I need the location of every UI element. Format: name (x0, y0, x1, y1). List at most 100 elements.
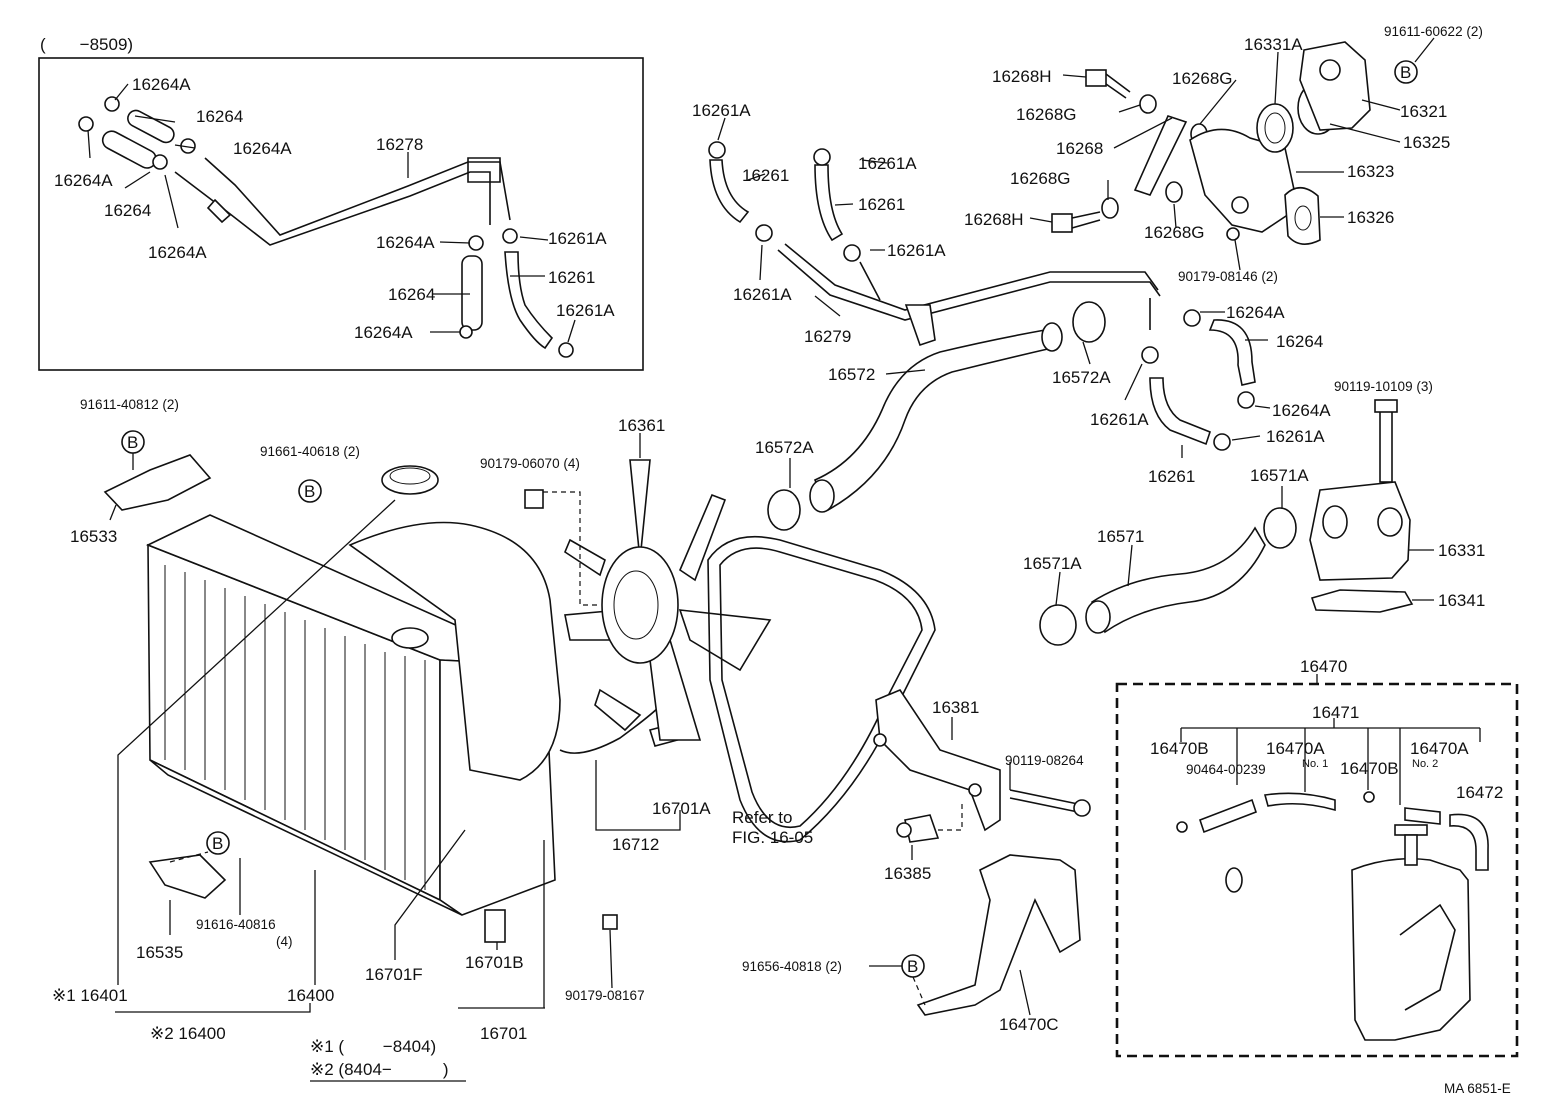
label-16321: 16321 (1400, 102, 1447, 121)
cushion-16701B (484, 909, 506, 943)
clamp-k (755, 224, 773, 242)
gasket-hole (1294, 205, 1312, 231)
hose-16470A-no1 (1263, 792, 1336, 812)
bracket-hole (873, 733, 887, 747)
bolt-mark-letter: B (907, 957, 918, 976)
housing-bore (1231, 196, 1249, 214)
radiator-leaders (115, 499, 681, 1013)
hose-16264-a (127, 109, 175, 144)
clamp-g (459, 325, 473, 339)
hose-16264-c (461, 255, 483, 331)
label-16264A: 16264A (1226, 303, 1285, 322)
label-16712: 16712 (612, 835, 659, 854)
radiator-assembly: B B B 91611-40812 (2) 91661-40618 (2) 16… (52, 397, 711, 1043)
bracket-16381 (875, 689, 1001, 832)
housing-16323 (1189, 128, 1299, 233)
radiator-bottom-tank (149, 759, 463, 916)
clip (1363, 791, 1375, 803)
clamp-16261A (1141, 346, 1159, 364)
nut-90179-06070 (524, 489, 544, 509)
fan-assembly: 16361 90179-06070 (4) (480, 416, 772, 741)
label-16400: 16400 (287, 986, 334, 1005)
bolt-head (1374, 399, 1398, 413)
label-16261: 16261 (858, 195, 905, 214)
clamp-16571A (1263, 507, 1297, 549)
legend-notes: ※1 ( −8404) ※2 (8404− ) (310, 1037, 466, 1082)
label-16572A: 16572A (755, 438, 814, 457)
label-16261A: 16261A (548, 229, 607, 248)
belt-inner (719, 547, 923, 828)
hose-leaders (789, 341, 1091, 488)
bracket-path (938, 800, 963, 831)
label-90179-08146: 90179-08146 (2) (1178, 269, 1278, 284)
label-16264A: 16264A (354, 323, 413, 342)
label-16268G: 16268G (1144, 223, 1205, 242)
nut-path (543, 491, 600, 606)
bracket-leaders (911, 717, 1011, 860)
radiator-fins (164, 565, 426, 890)
refer-line-1: Refer to (732, 808, 792, 827)
clamp-90464 (1225, 867, 1243, 893)
clamp-16264A (1237, 391, 1255, 409)
label-16261: 16261 (548, 268, 595, 287)
label-16261A: 16261A (887, 241, 946, 260)
clamp-16261A (1213, 433, 1231, 451)
label-16278: 16278 (376, 135, 423, 154)
figure-code: MA 6851-E (1444, 1081, 1511, 1096)
label-91616-qty: (4) (276, 934, 293, 949)
inset-frame (38, 57, 644, 371)
fan-hub (613, 570, 659, 640)
clamp-16572A (1072, 301, 1106, 343)
clamp-l (843, 244, 861, 262)
pipe-bracket (467, 157, 501, 183)
label-16264A: 16264A (233, 139, 292, 158)
label-91661-40618: 91661-40618 (2) (260, 444, 360, 459)
radiator-cap (381, 465, 439, 495)
label-16264: 16264 (196, 107, 243, 126)
gasket-16341 (1310, 589, 1414, 613)
label-90119-10109: 90119-10109 (3) (1334, 379, 1433, 394)
hose-16472 (1449, 813, 1489, 871)
bolt-path (169, 851, 209, 863)
label-16264A: 16264A (376, 233, 435, 252)
washer-16268G (1139, 94, 1157, 114)
bracket-leaders (109, 453, 134, 521)
inset-leaders (87, 83, 576, 343)
label-16470A-no2: No. 2 (1412, 758, 1438, 770)
label-16268: 16268 (1056, 139, 1103, 158)
clip (1176, 821, 1188, 833)
pipe-branch (859, 261, 1151, 330)
label-16261A: 16261A (1090, 410, 1149, 429)
label-16572: 16572 (828, 365, 875, 384)
filler-neck (391, 627, 429, 649)
belt-outer (707, 535, 936, 843)
label-16325: 16325 (1403, 133, 1450, 152)
hose-16571 (1090, 526, 1266, 634)
label-16264A: 16264A (148, 243, 207, 262)
washer-16268G (1101, 197, 1119, 219)
label-16361: 16361 (618, 416, 665, 435)
label-16470A-no1: No. 1 (1302, 758, 1328, 770)
label-16470C: 16470C (999, 1015, 1059, 1034)
lower-hose-group: 90119-10109 (3) 16571A 16571 16571A 1633… (1023, 379, 1485, 646)
pipe-16268 (1133, 115, 1188, 196)
refer-line-2: FIG. 16-05 (732, 828, 813, 847)
label-90179-08167: 90179-08167 (565, 988, 645, 1003)
label-16472: 16472 (1456, 783, 1503, 802)
tank-rib (1399, 903, 1456, 1011)
clamp-16571A (1039, 604, 1077, 646)
fan-blade (679, 493, 727, 582)
bolt-90119-10109 (1379, 409, 1393, 483)
fan-blade (629, 459, 651, 561)
gasket-16326 (1284, 186, 1321, 245)
label-16381: 16381 (932, 698, 979, 717)
cap-top (389, 467, 431, 485)
hose-16261-c (814, 164, 844, 242)
fan-blade (678, 609, 772, 672)
label-16264A: 16264A (132, 75, 191, 94)
bolt-mark-letter: B (304, 482, 315, 501)
washer-16268G (1165, 181, 1183, 203)
label-90119-08264: 90119-08264 (1005, 753, 1084, 768)
label-91611-40812: 91611-40812 (2) (80, 397, 179, 412)
housing-leaders (1029, 37, 1435, 271)
